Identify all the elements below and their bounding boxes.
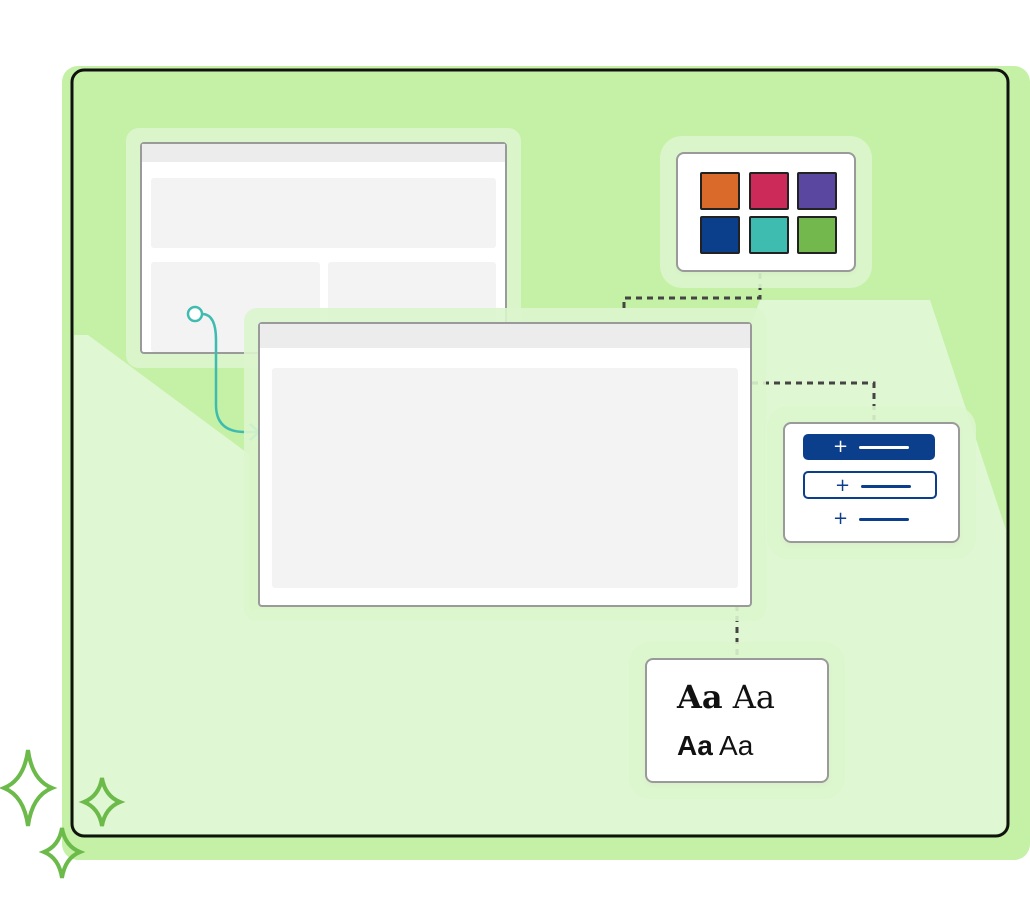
color-palette-card	[676, 152, 856, 272]
window-titlebar	[142, 144, 505, 162]
swatch-blue	[700, 216, 740, 254]
serif-sample: Aa	[732, 678, 775, 716]
bold-sans-sample: Aa	[677, 730, 713, 761]
filled-button[interactable]: +	[803, 434, 935, 460]
buttons-card: + + +	[783, 422, 960, 543]
bold-serif-sample: Aa	[677, 678, 723, 716]
swatch-orange	[700, 172, 740, 210]
header-panel	[151, 178, 496, 248]
front-window	[258, 322, 752, 607]
text-button[interactable]: +	[803, 506, 935, 532]
label-line	[859, 518, 909, 521]
typography-card: Aa Aa Aa Aa	[645, 658, 829, 783]
sparkle-icon	[0, 749, 126, 879]
content-panel	[272, 368, 738, 588]
window-titlebar	[260, 324, 750, 348]
outlined-button[interactable]: +	[803, 471, 937, 499]
swatch-teal	[749, 216, 789, 254]
label-line	[861, 485, 911, 488]
connector-arrow	[186, 305, 261, 441]
sans-sample: Aa	[719, 730, 754, 761]
label-line	[859, 446, 909, 449]
swatch-purple	[797, 172, 837, 210]
swatch-pink	[749, 172, 789, 210]
swatch-green	[797, 216, 837, 254]
